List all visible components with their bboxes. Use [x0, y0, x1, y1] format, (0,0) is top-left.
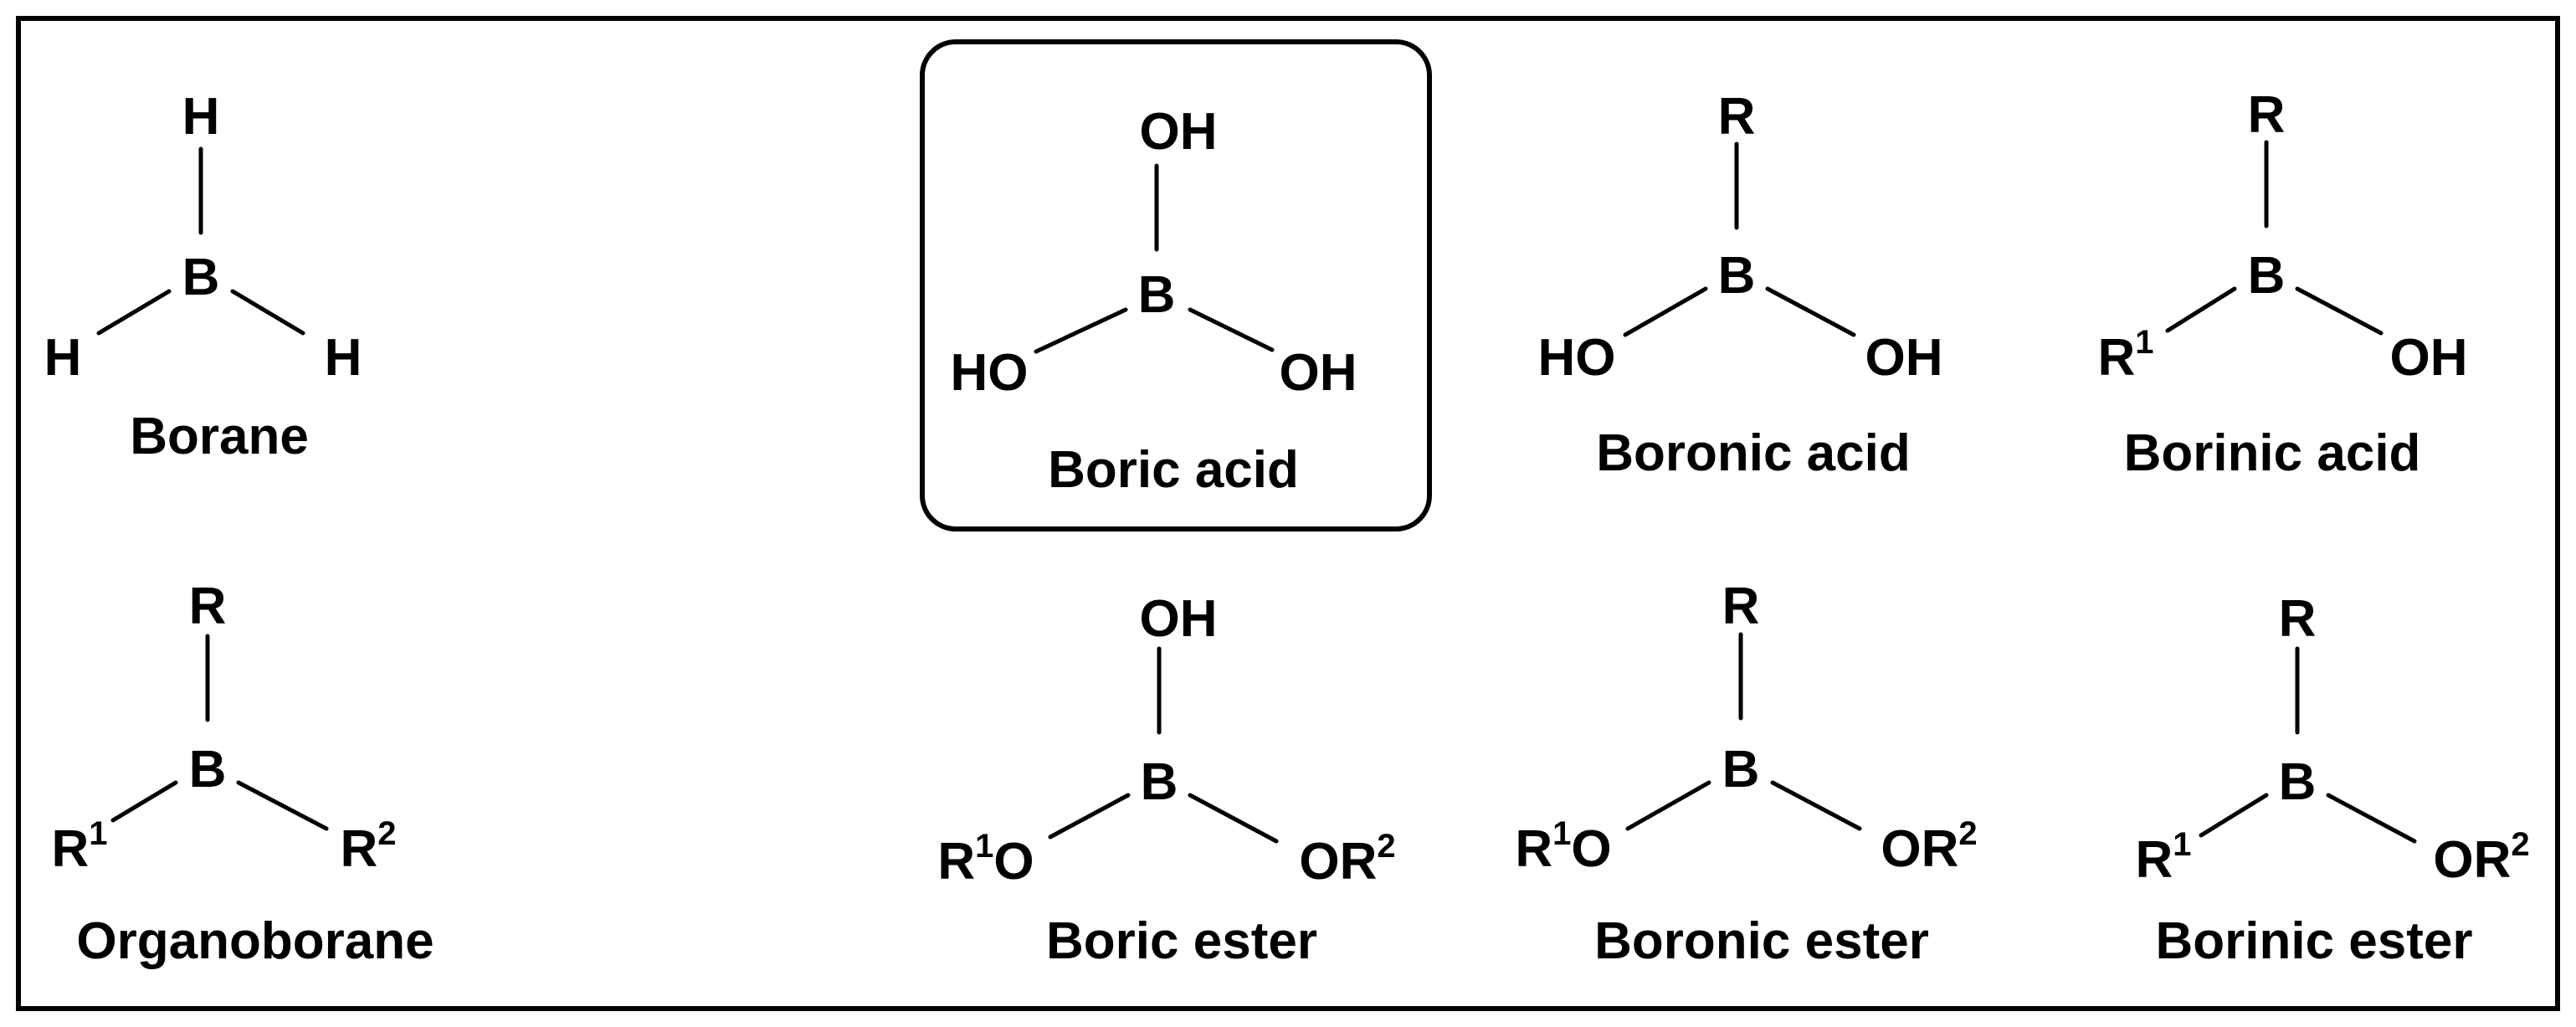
atom-right: OR2 — [1881, 815, 1977, 878]
bond-b-right — [1188, 793, 1279, 844]
compound-name: Boronic acid — [1596, 424, 1911, 482]
organoborane-structure: R B R1 R2 Organoborane — [51, 578, 434, 970]
atom-center: B — [2279, 753, 2317, 811]
bond-b-left — [1623, 286, 1708, 337]
atom-left: R1O — [937, 828, 1034, 891]
atom-left-base: R — [2135, 831, 2173, 889]
atom-left: R1 — [2097, 324, 2153, 387]
atom-left-superscript: 1 — [1552, 815, 1571, 852]
atom-right-base: R — [340, 820, 377, 878]
compound-name: Borinic acid — [2124, 424, 2421, 482]
bond-b-right — [1770, 780, 1862, 831]
atom-center: B — [1722, 741, 1760, 798]
bond-b-right — [230, 289, 305, 336]
bond-b-left — [96, 289, 172, 336]
atom-center: B — [1138, 266, 1176, 324]
bond-b-left — [110, 780, 178, 823]
atom-left-tail: O — [993, 833, 1034, 891]
atom-left-superscript: 1 — [2135, 324, 2153, 361]
boric-ester-structure: OH B R1O OR2 Boric ester — [937, 590, 1395, 970]
atom-left-base: R — [2097, 329, 2135, 387]
compound-name: Boric ester — [1046, 912, 1317, 970]
atom-center: B — [182, 249, 220, 306]
atom-left-base: R — [1515, 820, 1552, 878]
bond-b-right — [2326, 793, 2417, 844]
atom-left: HO — [1538, 329, 1616, 387]
atom-left: R1 — [2135, 826, 2191, 889]
compound-name: Organoborane — [76, 912, 434, 970]
atom-top: R — [2248, 86, 2286, 144]
atom-center: B — [1141, 753, 1178, 811]
atom-right: H — [325, 329, 362, 387]
atom-right-superscript: 2 — [377, 815, 396, 852]
bond-b-right — [1765, 286, 1856, 337]
atom-left-tail: O — [1571, 820, 1611, 878]
compound-name: Boronic ester — [1594, 912, 1929, 970]
highlight-box — [920, 39, 1432, 531]
atom-right-base: OR — [2433, 831, 2511, 889]
atom-left: HO — [951, 344, 1029, 402]
atom-right: OH — [1865, 329, 1943, 387]
boronic-acid-structure: R B HO OH Boronic acid — [1538, 88, 1943, 482]
compound-name: Borinic ester — [2155, 912, 2472, 970]
bond-b-right — [236, 780, 329, 831]
atom-right-base: OR — [1299, 833, 1377, 891]
atom-right: OH — [1280, 344, 1357, 402]
atom-center: B — [189, 741, 227, 798]
atom-center: B — [1718, 247, 1756, 305]
boric-acid-structure: OH B HO OH Boric acid — [920, 39, 1432, 531]
atom-right-superscript: 2 — [1958, 815, 1977, 852]
atom-left: R1O — [1515, 815, 1611, 878]
atom-right: OH — [2390, 329, 2468, 387]
compound-name: Borane — [130, 408, 309, 465]
bond-b-left — [1034, 307, 1128, 354]
compound-name: Boric acid — [1048, 441, 1299, 499]
atom-right: R2 — [340, 815, 396, 878]
borane-structure: H B H H Borane — [44, 88, 362, 465]
bond-b-left — [2199, 793, 2269, 838]
bond-b-left — [2165, 286, 2237, 333]
atom-center: B — [2248, 247, 2286, 305]
atom-left-base: R — [51, 820, 89, 878]
atom-left-superscript: 1 — [975, 828, 993, 865]
atom-top: OH — [1140, 103, 1218, 161]
bond-b-left — [1625, 780, 1711, 831]
borinic-ester-structure: R B R1 OR2 Borinic ester — [2135, 590, 2529, 970]
atom-left-base: R — [937, 833, 975, 891]
atom-top: R — [1718, 88, 1756, 146]
bond-b-left — [1048, 793, 1131, 840]
figure-border — [16, 16, 2560, 1011]
atom-right-base: OR — [1881, 820, 1958, 878]
atom-left: H — [44, 329, 82, 387]
bond-b-right — [1188, 307, 1275, 352]
atom-top: OH — [1140, 590, 1218, 648]
atom-left-superscript: 1 — [89, 815, 107, 852]
atom-top: R — [1722, 578, 1760, 635]
atom-top: R — [189, 578, 227, 635]
atom-right-superscript: 2 — [2511, 826, 2529, 863]
atom-top: H — [182, 88, 220, 146]
atom-left-superscript: 1 — [2173, 826, 2191, 863]
borinic-acid-structure: R B R1 OH Borinic acid — [2097, 86, 2467, 482]
boronic-ester-structure: R B R1O OR2 Boronic ester — [1515, 578, 1977, 970]
atom-left: R1 — [51, 815, 107, 878]
atom-right: OR2 — [2433, 826, 2529, 889]
atom-right: OR2 — [1299, 828, 1395, 891]
atom-right-superscript: 2 — [1377, 828, 1395, 865]
atom-top: R — [2279, 590, 2317, 648]
bond-b-right — [2295, 286, 2384, 336]
